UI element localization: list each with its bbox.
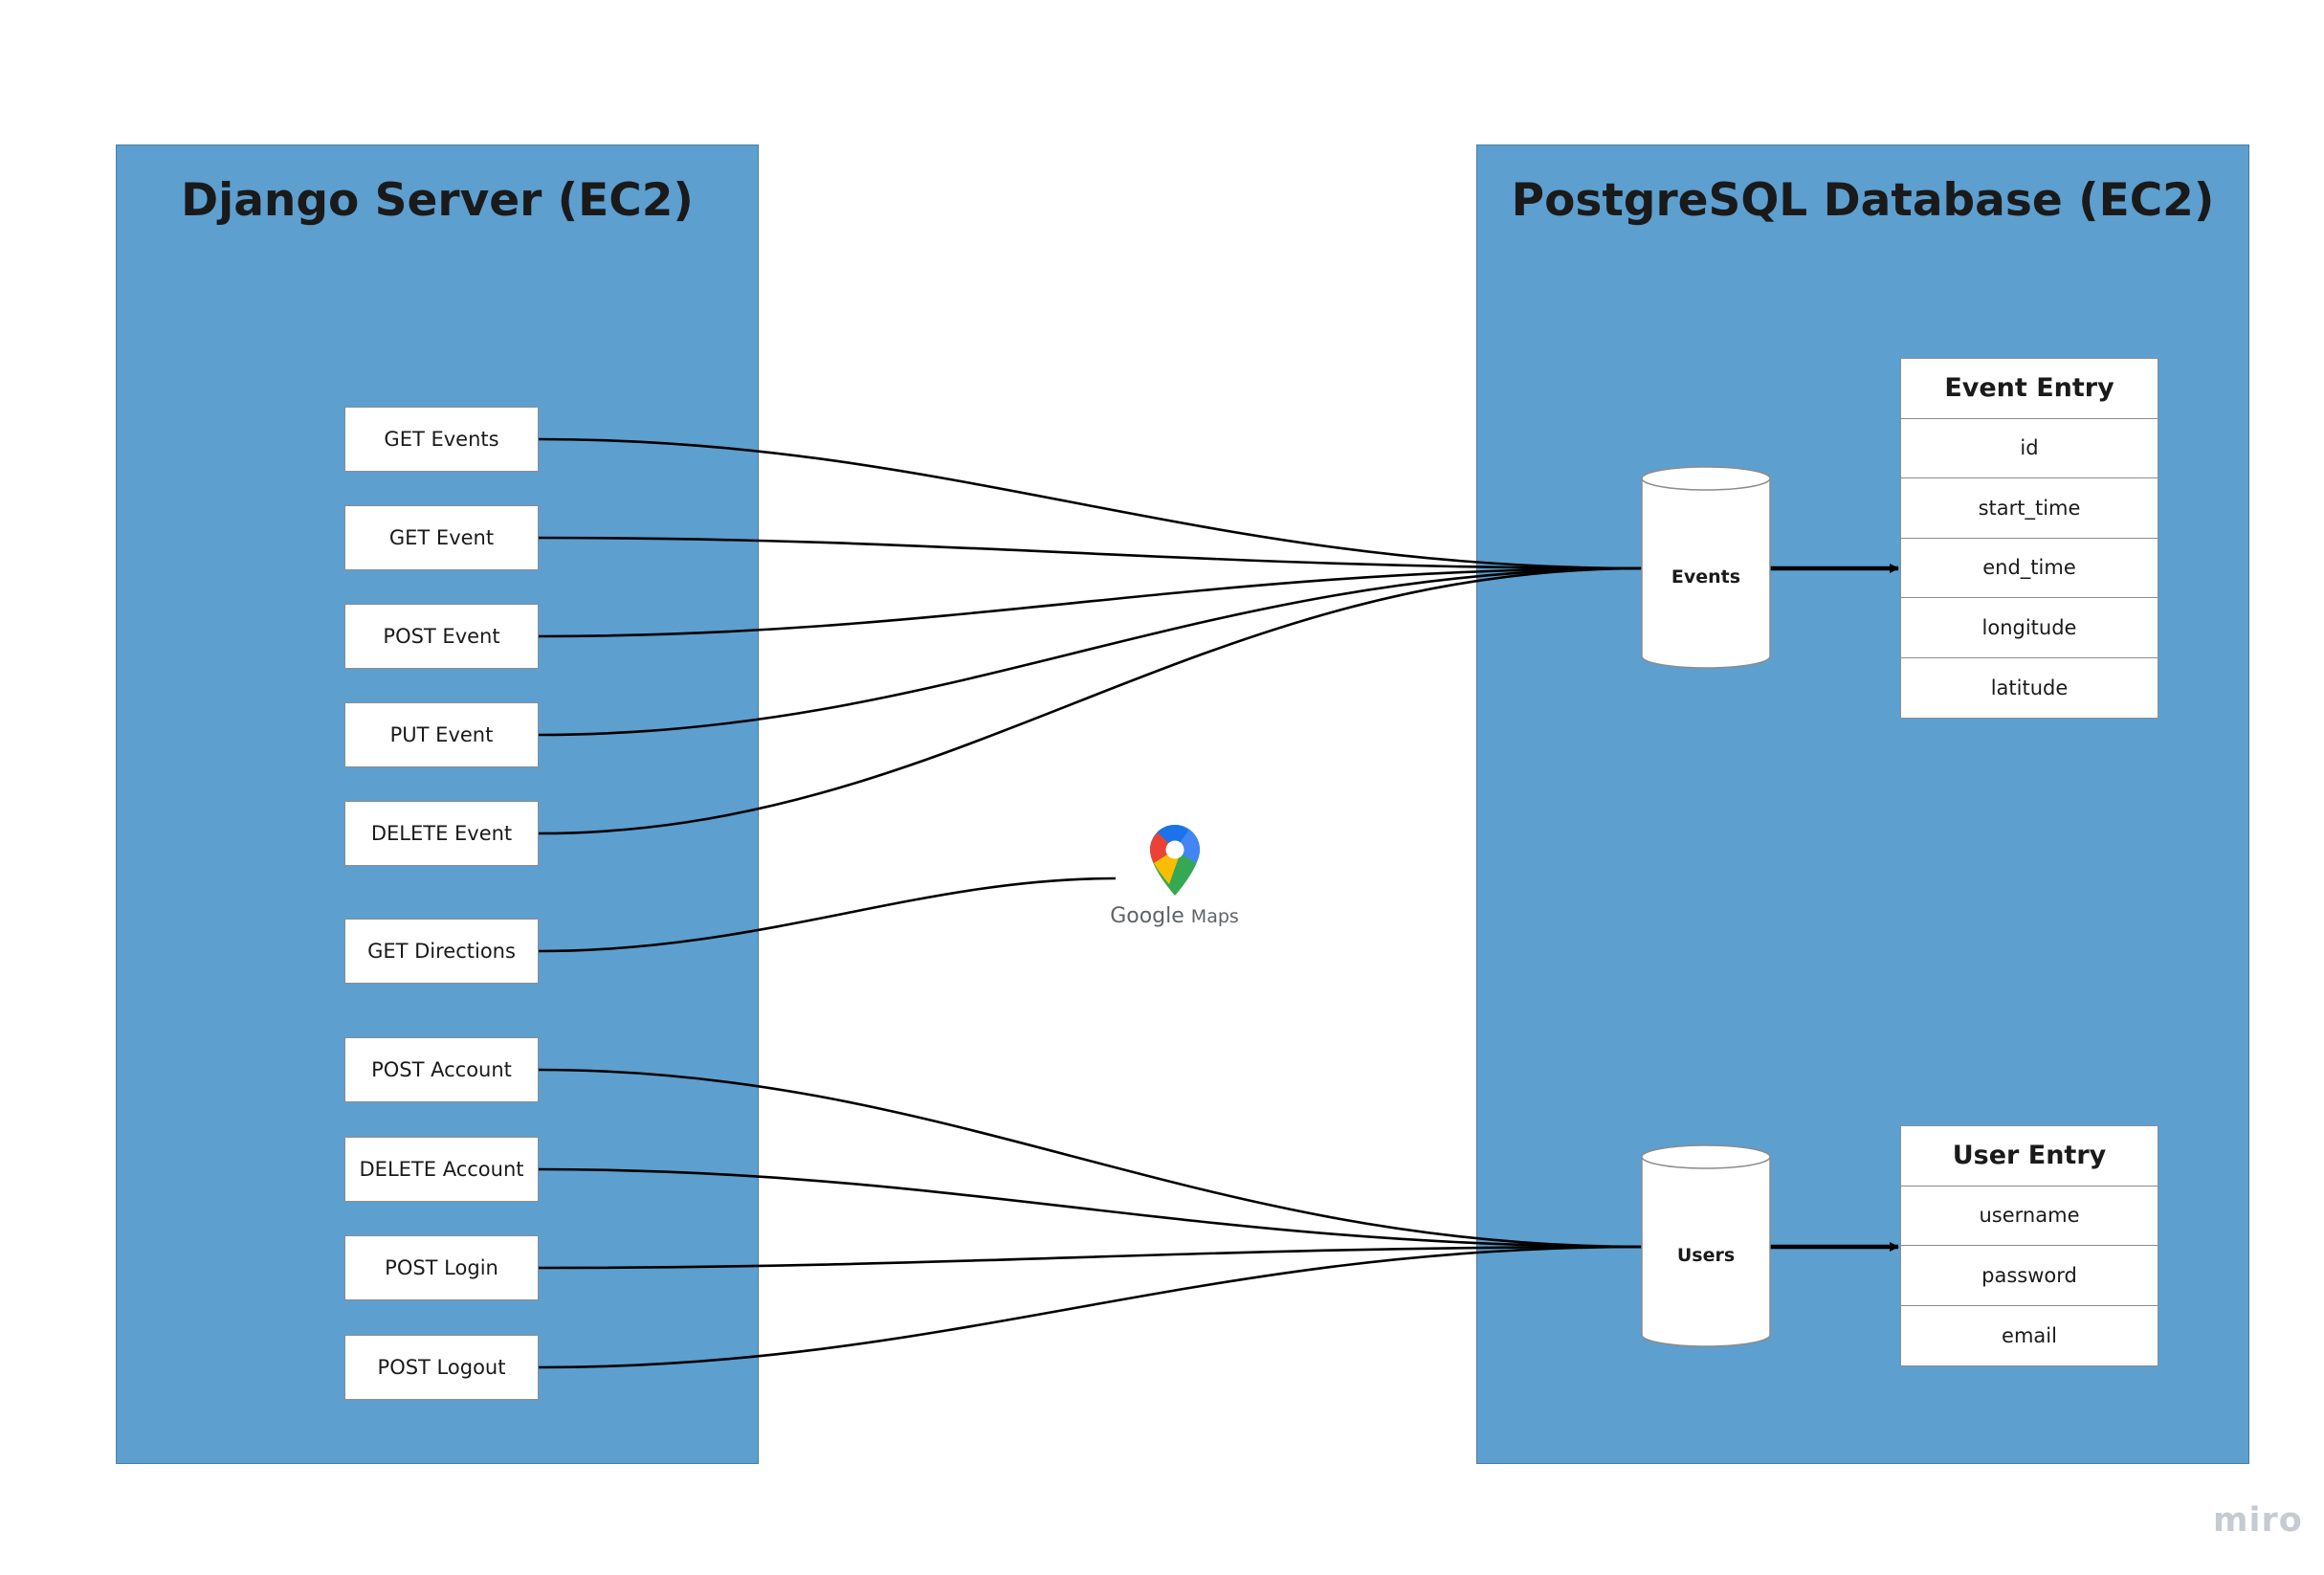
endpoint-delete-event[interactable]: DELETE Event: [344, 801, 539, 866]
field-password: password: [1901, 1246, 2158, 1306]
miro-watermark: miro: [2213, 1501, 2303, 1540]
field-end-time: end_time: [1901, 539, 2158, 598]
event-entry-title: Event Entry: [1901, 359, 2158, 419]
field-id: id: [1901, 419, 2158, 478]
google-maps-wordmark: Google Maps: [1110, 904, 1239, 928]
users-table-label: Users: [1676, 1245, 1736, 1266]
field-username: username: [1901, 1187, 2158, 1246]
event-entry-schema: Event Entry id start_time end_time longi…: [1900, 358, 2158, 719]
map-pin-icon: [1150, 825, 1200, 896]
google-wordmark: Google: [1110, 904, 1184, 928]
field-email: email: [2002, 1323, 2057, 1347]
endpoint-get-directions[interactable]: GET Directions: [344, 919, 539, 984]
endpoint-post-account[interactable]: POST Account: [344, 1037, 539, 1102]
endpoint-delete-account[interactable]: DELETE Account: [344, 1137, 539, 1202]
field-start-time: start_time: [1901, 478, 2158, 539]
field-latitude: latitude: [1990, 676, 2069, 699]
postgresql-database-title: PostgreSQL Database (EC2): [1511, 174, 2215, 227]
google-maps-logo: Google Maps: [1110, 823, 1239, 938]
endpoint-get-events[interactable]: GET Events: [344, 407, 539, 472]
django-server-title: Django Server (EC2): [181, 174, 694, 227]
events-table-cylinder: Events: [1640, 463, 1772, 674]
field-longitude: longitude: [1901, 598, 2158, 658]
events-table-label: Events: [1671, 566, 1741, 588]
endpoint-post-event[interactable]: POST Event: [344, 604, 539, 669]
users-table-cylinder: Users: [1640, 1142, 1772, 1352]
user-entry-title: User Entry: [1901, 1126, 2158, 1187]
endpoint-post-login[interactable]: POST Login: [344, 1235, 539, 1300]
user-entry-schema: User Entry username password email: [1900, 1125, 2158, 1366]
endpoint-get-event[interactable]: GET Event: [344, 505, 539, 570]
endpoint-put-event[interactable]: PUT Event: [344, 702, 539, 767]
database-cylinder-icon: [1641, 466, 1771, 669]
endpoint-post-logout[interactable]: POST Logout: [344, 1335, 539, 1400]
database-cylinder-icon: [1641, 1144, 1771, 1347]
maps-wordmark: Maps: [1190, 906, 1239, 927]
